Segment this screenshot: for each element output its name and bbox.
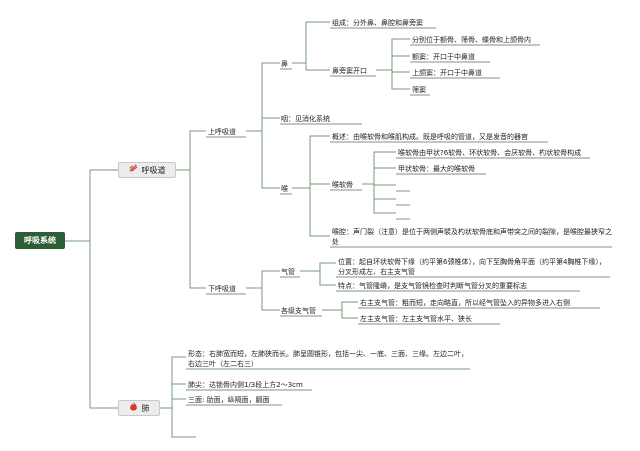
node-trachea-feature[interactable]: 特点：气管隆嵴，是支气管镜检查时判断气管分叉的重要标志	[338, 282, 527, 290]
node-nose[interactable]: 鼻	[281, 60, 288, 68]
node-nose-composition[interactable]: 组成：分外鼻、鼻腔和鼻旁窦	[332, 19, 423, 27]
node-respiratory-tract-label: 呼吸道	[141, 166, 166, 175]
node-sinus-item[interactable]: 筛窦	[412, 86, 426, 94]
node-upper-tract[interactable]: 上呼吸道	[208, 128, 236, 136]
node-lung-apex[interactable]: 肺尖：达锁骨内侧1/3段上方2～3cm	[188, 381, 303, 389]
node-lower-tract[interactable]: 下呼吸道	[208, 285, 236, 293]
node-cartilage-item[interactable]: 喉软骨由甲状?6软骨、环状软骨、会厌软骨、杓状软骨构成	[398, 149, 582, 157]
node-lung-label: 肺	[141, 404, 150, 413]
node-trachea-position[interactable]: 位置：起自环状软骨下缘（约平第6颈椎体），向下至胸骨角平面（约平第4胸椎下缘），…	[338, 258, 606, 276]
node-lung-shape[interactable]: 形态：右肺宽而短，左肺狭而长。肺呈圆锥形，包括一尖、一底、三面、三缘。左边二叶，…	[188, 350, 468, 368]
root-node[interactable]: 呼吸系统	[15, 232, 65, 249]
node-pharynx[interactable]: 咽：见消化系统	[281, 115, 330, 123]
node-cartilage-item[interactable]: 甲状软骨：最大的喉软骨	[398, 165, 475, 173]
node-bronchi[interactable]: 各级支气管	[281, 307, 316, 315]
node-larynx-overview[interactable]: 概述：由喉软骨和喉肌构成。既是呼吸的管道，又是发音的器官	[332, 133, 528, 141]
node-right-bronchus[interactable]: 右主支气管：粗而短，走向略直，所以经气管坠入的异物多进入右侧	[360, 299, 570, 307]
node-sinus-item[interactable]: 额窦：开口于中鼻道	[412, 53, 475, 61]
leaf-underlines	[186, 27, 612, 438]
node-left-bronchus[interactable]: 左主支气管：左主支气管水平、狭长	[360, 315, 472, 323]
node-larynx-cartilage[interactable]: 喉软骨	[332, 181, 353, 189]
node-larynx-cavity[interactable]: 喉腔：声门裂（注意）是位于两侧声襞及杓状软骨底和声带突之间的裂隙，是喉腔最狭窄之…	[332, 228, 612, 246]
node-respiratory-tract[interactable]: 呼吸道	[118, 162, 176, 178]
node-larynx[interactable]: 喉	[281, 185, 288, 193]
wind-icon	[129, 163, 139, 179]
node-sinus-openings[interactable]: 鼻旁窦开口	[332, 67, 367, 75]
node-trachea[interactable]: 气管	[281, 268, 295, 276]
node-sinus-item[interactable]: 分别位于额骨、筛骨、蝶骨和上颌骨内	[412, 36, 531, 44]
node-lung[interactable]: 肺	[118, 400, 160, 416]
node-sinus-item[interactable]: 上颌窦：开口于中鼻道	[412, 69, 482, 77]
node-lung-surfaces[interactable]: 三面: 肋面，纵隔面，膈面	[188, 396, 270, 404]
fire-icon	[129, 401, 139, 417]
